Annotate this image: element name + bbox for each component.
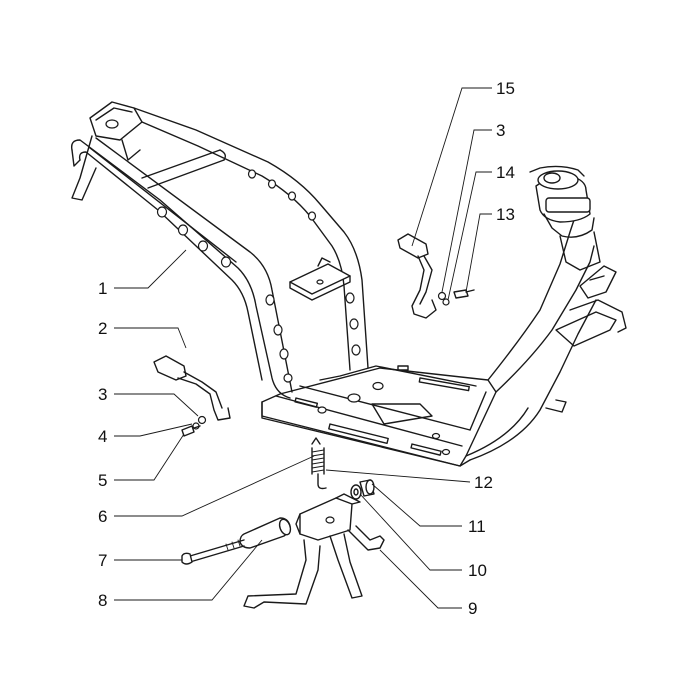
bracket-part-15 bbox=[397, 233, 437, 319]
callout-7: 7 bbox=[98, 551, 107, 570]
bracket-part-2 bbox=[153, 355, 231, 421]
screw-part-13 bbox=[453, 289, 475, 299]
leader-lines bbox=[114, 87, 492, 609]
callout-3-upper: 3 bbox=[496, 121, 505, 140]
callout-12: 12 bbox=[474, 473, 493, 492]
spring-part-12 bbox=[311, 437, 327, 490]
callout-8: 8 bbox=[98, 591, 107, 610]
callout-9: 9 bbox=[468, 599, 477, 618]
callout-10: 10 bbox=[468, 561, 487, 580]
bushing-part-10 bbox=[350, 484, 362, 500]
callout-5: 5 bbox=[98, 471, 107, 490]
scooter-frame bbox=[70, 101, 627, 467]
bushing-part-11 bbox=[359, 479, 375, 497]
callout-3: 3 bbox=[98, 385, 107, 404]
stand-part-9 bbox=[243, 493, 385, 609]
callout-2: 2 bbox=[98, 319, 107, 338]
callout-labels: 1 2 3 4 5 6 7 8 9 10 11 12 13 14 3 15 bbox=[98, 79, 515, 618]
callout-14: 14 bbox=[496, 163, 515, 182]
sleeve-part-8 bbox=[239, 517, 292, 549]
screw-part-5 bbox=[181, 425, 201, 437]
callout-4: 4 bbox=[98, 427, 107, 446]
callout-1: 1 bbox=[98, 279, 107, 298]
callout-15: 15 bbox=[496, 79, 515, 98]
washer-part-3-lower bbox=[197, 415, 207, 425]
callout-11: 11 bbox=[468, 517, 486, 536]
pin-part-7 bbox=[181, 539, 245, 565]
washer-part-3-upper bbox=[437, 291, 447, 301]
callout-6: 6 bbox=[98, 507, 107, 526]
washer-part-14 bbox=[442, 298, 450, 306]
callout-13: 13 bbox=[496, 205, 515, 224]
